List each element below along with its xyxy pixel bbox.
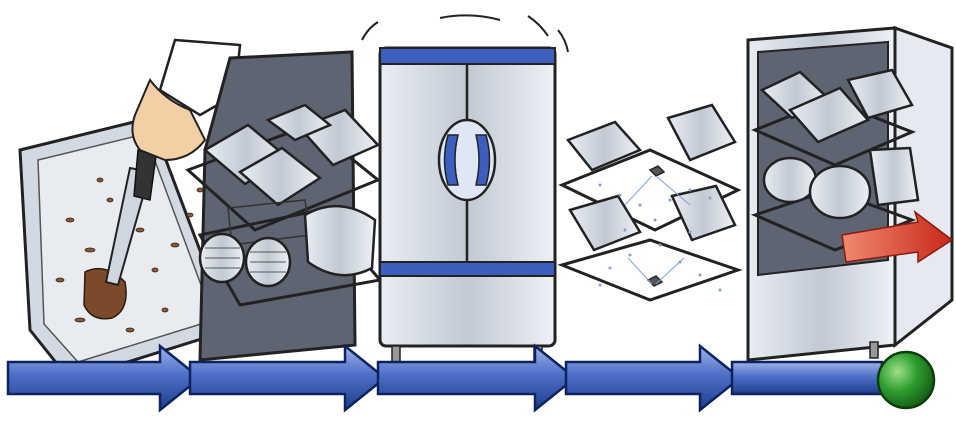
flow-bar-end: [732, 362, 882, 394]
spray-wash-icon: [562, 105, 738, 300]
green-circle-icon: [878, 352, 934, 408]
storage-stage: [748, 28, 952, 360]
storage-cabinet-icon: [748, 28, 952, 360]
washing-cabinet-stage: [362, 15, 568, 364]
flow-arrow-3: [378, 346, 575, 410]
flow-arrow-4: [566, 346, 740, 410]
dishwasher-cabinet-icon: [362, 15, 568, 364]
spray-wash-stage: [562, 105, 738, 300]
